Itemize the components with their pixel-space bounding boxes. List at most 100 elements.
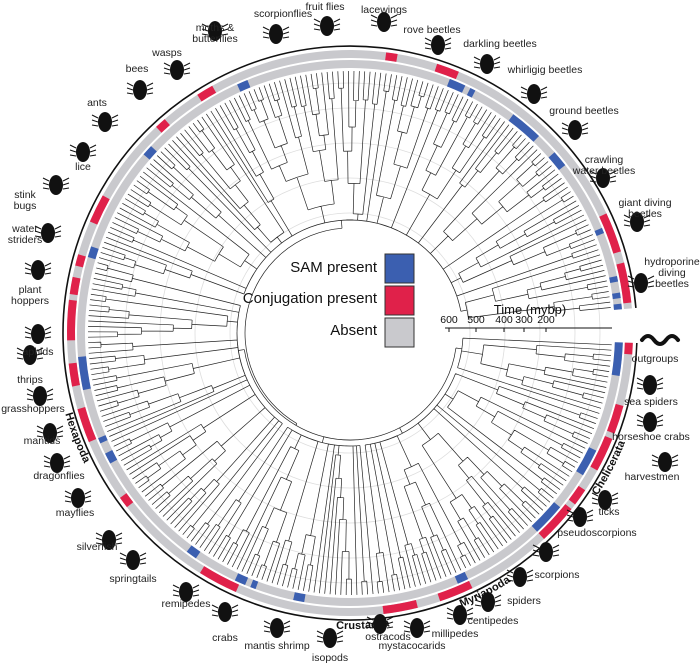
conjugation-segment bbox=[538, 504, 572, 539]
stink-bug-icon bbox=[42, 175, 70, 195]
outer-boundary-arc bbox=[62, 45, 638, 621]
sam-segment bbox=[186, 545, 201, 559]
taxon-label: lice bbox=[75, 161, 91, 173]
whirligig-beetle-icon bbox=[520, 84, 548, 104]
remipede-icon bbox=[172, 582, 200, 602]
conjugation-segment bbox=[616, 262, 632, 304]
taxon-label: mantis shrimp bbox=[244, 640, 310, 652]
planthopper-icon bbox=[24, 260, 52, 280]
mystacocarid-icon bbox=[403, 618, 431, 638]
conjugation-segment bbox=[68, 362, 80, 387]
taxon-label: ticks bbox=[599, 506, 620, 518]
taxon-aphids: aphids bbox=[23, 324, 53, 358]
taxon-label: silverfish bbox=[77, 541, 118, 553]
taxon-label: wasps bbox=[151, 47, 182, 59]
taxon-label: millipedes bbox=[432, 628, 479, 640]
grasshopper-icon bbox=[26, 386, 54, 406]
legend-sam-swatch bbox=[384, 253, 415, 284]
water-strider-icon bbox=[34, 223, 62, 243]
outer-circle bbox=[62, 45, 638, 621]
conjugation-segment bbox=[89, 195, 110, 225]
sam-segment bbox=[143, 146, 157, 160]
legend: SAM present Conjugation present Absent bbox=[243, 253, 415, 348]
conjugation-segment bbox=[75, 254, 86, 268]
dragonfly-icon bbox=[43, 453, 71, 473]
taxon-lice: lice bbox=[69, 142, 97, 173]
sam-segment bbox=[548, 152, 566, 171]
crawling-water-beetle-icon bbox=[589, 168, 617, 188]
sam-segment bbox=[454, 571, 469, 584]
time-axis-tick-label: 600 bbox=[440, 314, 458, 326]
taxon-label: ants bbox=[87, 97, 107, 109]
taxon-silverfish: silverfish bbox=[77, 530, 123, 553]
taxon-mayflies: mayflies bbox=[56, 488, 94, 519]
legend-absent-label: Absent bbox=[330, 322, 378, 339]
taxon-lacewings: lacewings bbox=[361, 4, 407, 32]
taxon-label: sea spiders bbox=[624, 396, 678, 408]
millipede-icon bbox=[446, 605, 474, 625]
silverfish-icon bbox=[95, 530, 123, 550]
aphid-icon bbox=[24, 324, 52, 344]
conjugation-segment bbox=[434, 63, 459, 80]
taxon-horseshoe-crabs: horseshoe crabs bbox=[612, 412, 690, 443]
bee-icon bbox=[126, 80, 154, 100]
sam-segment bbox=[466, 87, 476, 98]
taxon-crabs: crabs bbox=[211, 602, 239, 644]
taxon-label: moths &butterflies bbox=[192, 22, 238, 45]
taxon-ticks: ticks bbox=[591, 490, 620, 518]
sam-segment bbox=[105, 450, 118, 464]
time-axis-tick-label: 500 bbox=[467, 314, 485, 326]
legend-conjugation-label: Conjugation present bbox=[243, 290, 378, 307]
fruit-fly-icon bbox=[313, 16, 341, 36]
taxon-pseudoscorpions: pseudoscorpions bbox=[557, 507, 637, 539]
taxon-label: thrips bbox=[17, 374, 43, 386]
taxon-label: harvestmen bbox=[625, 471, 680, 483]
taxon-sea-spiders: sea spiders bbox=[624, 375, 678, 408]
taxon-label: horseshoe crabs bbox=[612, 431, 690, 443]
time-axis-tick-label: 200 bbox=[537, 314, 555, 326]
conjugation-segment bbox=[119, 493, 134, 508]
sam-segment bbox=[87, 246, 99, 260]
centipede-icon bbox=[474, 592, 502, 612]
conjugation-segment bbox=[156, 119, 170, 133]
sam-segment bbox=[611, 342, 623, 376]
conjugation-segment bbox=[382, 599, 418, 614]
trait-rings bbox=[67, 50, 633, 617]
taxon-label: scorpions bbox=[535, 569, 580, 581]
taxon-ants: ants bbox=[87, 97, 119, 132]
taxon-grasshoppers: grasshoppers bbox=[1, 386, 65, 415]
taxon-whirligig-beetles: whirligig beetles bbox=[507, 64, 582, 104]
mantis-shrimp-icon bbox=[263, 618, 291, 638]
taxon-label: pseudoscorpions bbox=[557, 527, 636, 539]
pseudoscorpion-icon bbox=[566, 507, 594, 527]
conjugation-segment bbox=[437, 580, 473, 602]
taxon-scorpions: scorpions bbox=[532, 542, 580, 581]
taxon-thrips: thrips bbox=[16, 345, 44, 386]
taxon-label: rove beetles bbox=[403, 24, 460, 36]
rove-beetle-icon bbox=[424, 35, 452, 55]
conjugation-segment bbox=[624, 342, 633, 355]
sam-segment bbox=[576, 447, 597, 476]
taxon-millipedes: millipedes bbox=[432, 605, 479, 640]
sam-segment bbox=[78, 356, 91, 391]
horseshoe-crab-icon bbox=[636, 412, 664, 432]
taxon-remipedes: remipedes bbox=[161, 582, 211, 610]
taxon-mantis-shrimp: mantis shrimp bbox=[244, 618, 310, 652]
sea-spider-icon bbox=[636, 375, 664, 395]
taxon-label: darkling beetles bbox=[463, 38, 537, 50]
scorpion-icon bbox=[532, 542, 560, 562]
taxon-dragonflies: dragonflies bbox=[33, 453, 85, 482]
taxon-label: lacewings bbox=[361, 4, 407, 16]
hydroporine-beetle-icon bbox=[627, 273, 655, 293]
tree-branches bbox=[87, 70, 612, 596]
ant-icon bbox=[91, 112, 119, 132]
taxon-label: mantids bbox=[24, 435, 61, 447]
